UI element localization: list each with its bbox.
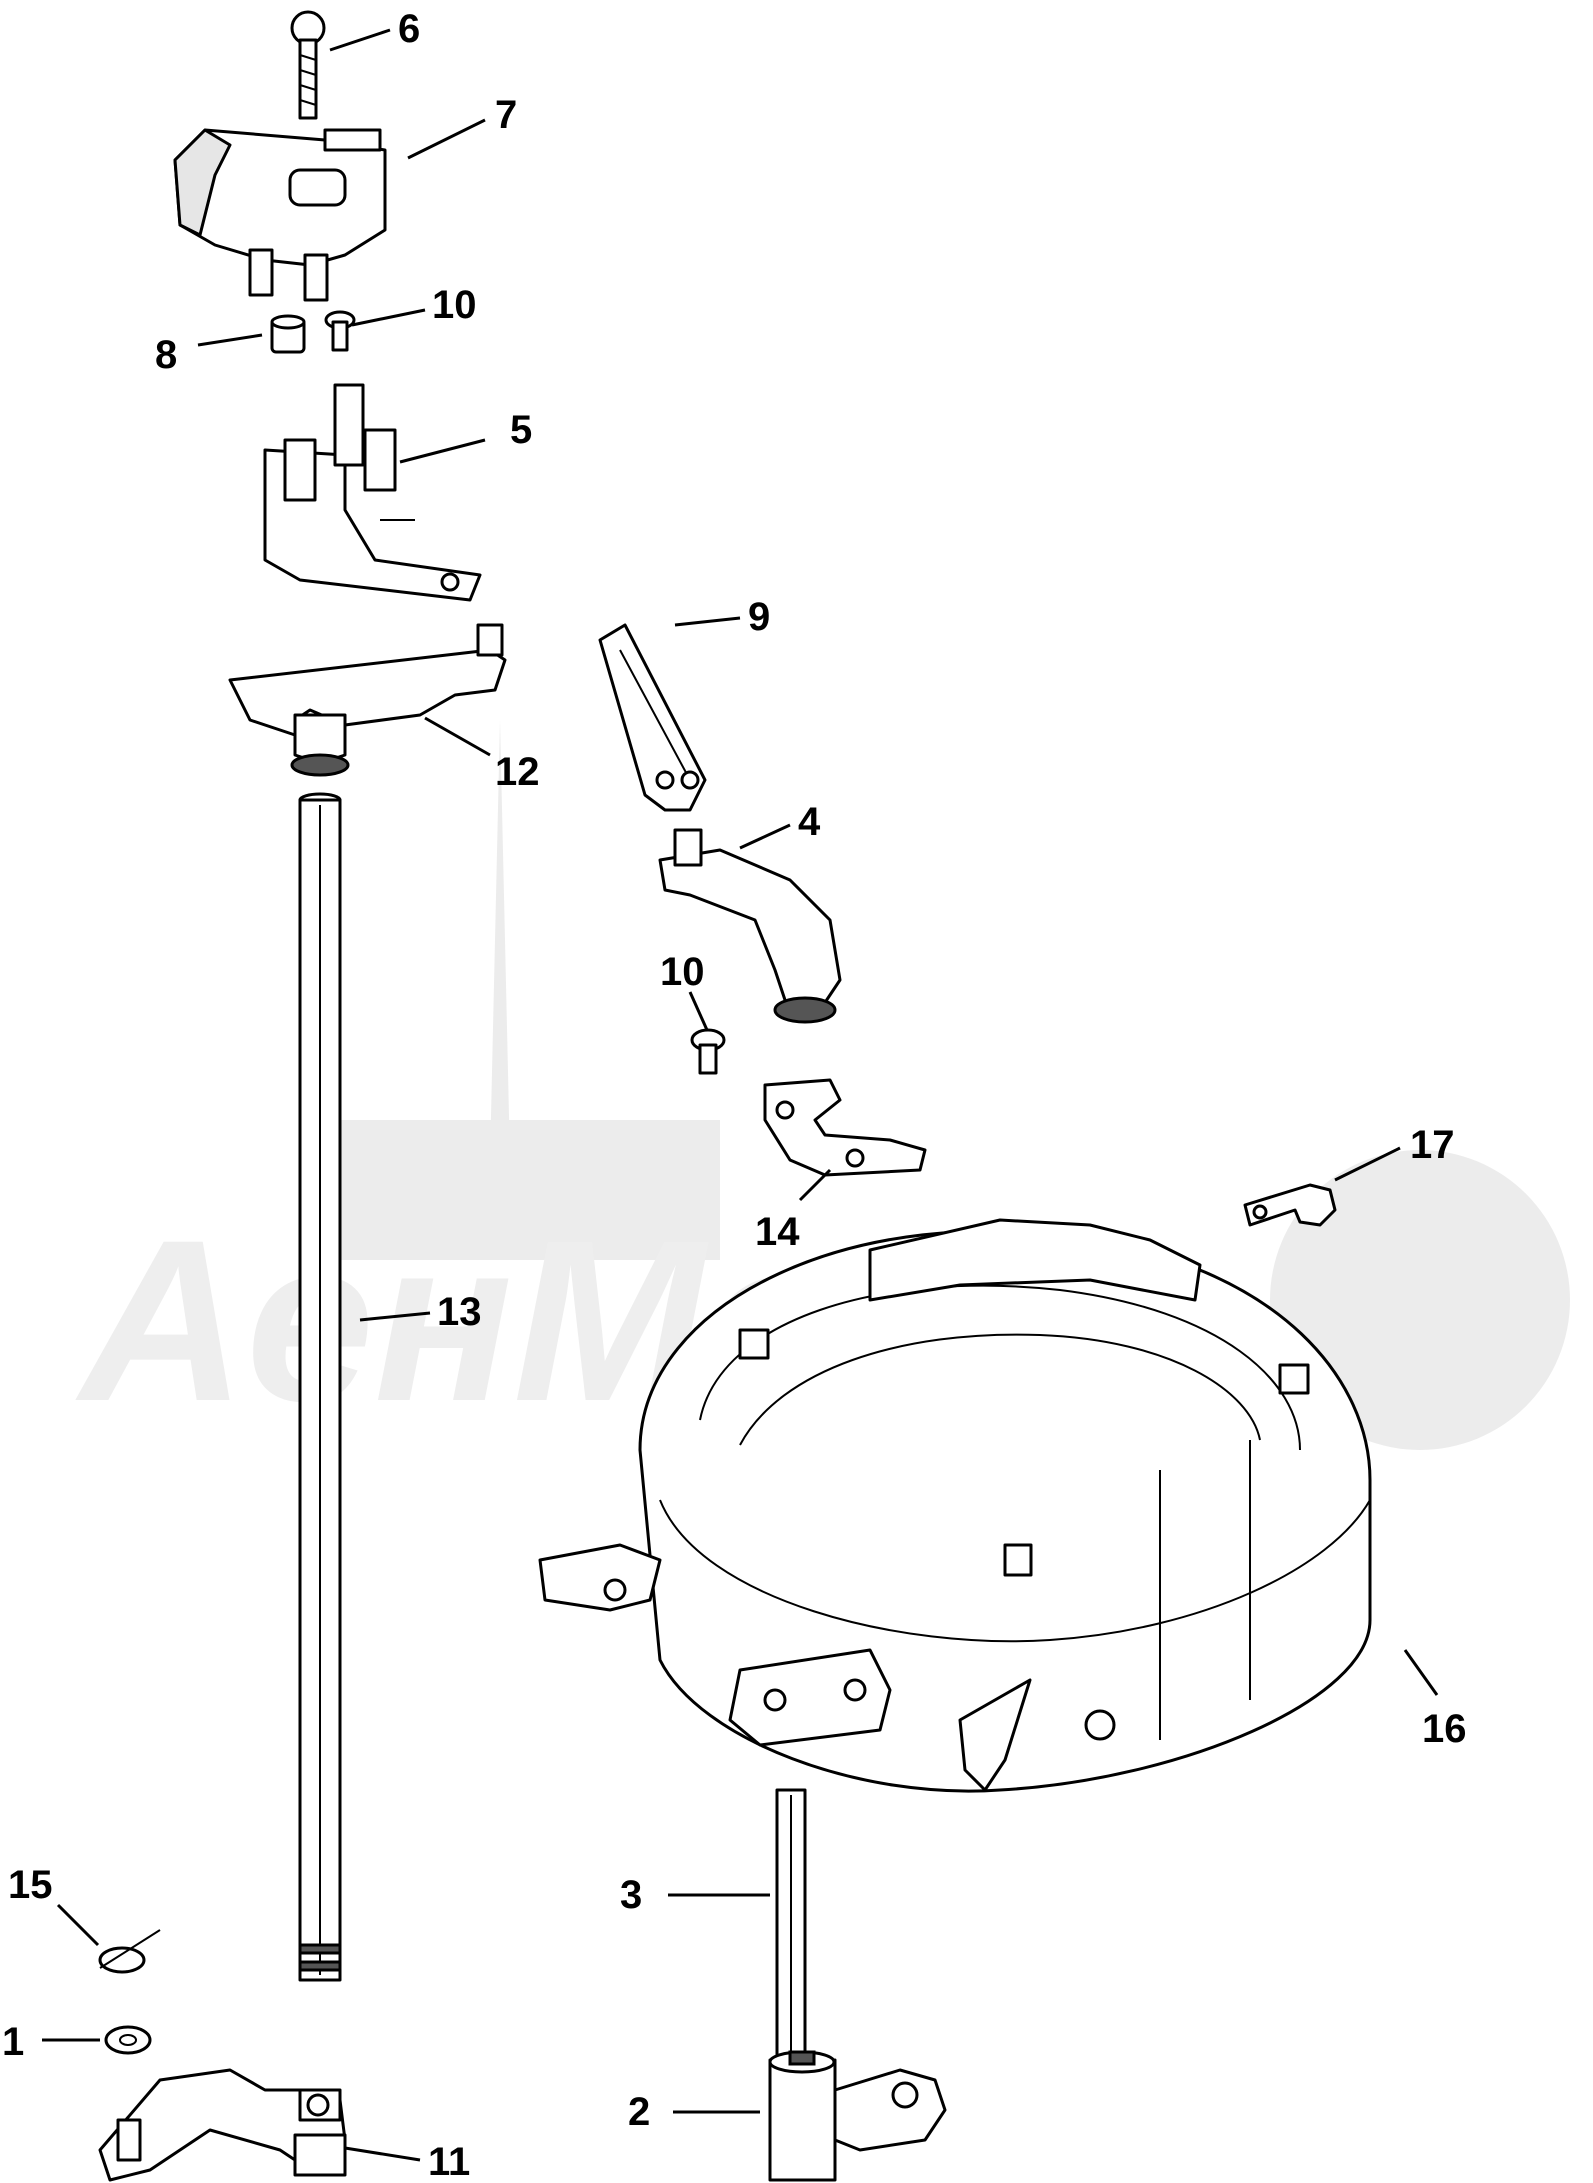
callout-6: 6: [398, 7, 420, 51]
part-17-clip: [1243, 1183, 1337, 1227]
part-7-sensor: [173, 128, 387, 302]
part-5-bracket: [263, 383, 482, 602]
callout-labels: 6 7 8 10 5 9 12 4 10 17 14 13 16 15 3 1 …: [2, 7, 1467, 2183]
callout-17: 17: [1410, 1123, 1455, 1167]
part-10-screw-top: [324, 310, 356, 352]
callout-4: 4: [798, 800, 821, 844]
callout-2: 2: [628, 2090, 650, 2134]
callout-10-middle: 10: [660, 950, 705, 994]
leader-5: [399, 438, 486, 464]
part-1-washer: [104, 2025, 152, 2055]
part-9-link: [598, 623, 707, 812]
part-2-lever: [768, 2050, 947, 2182]
leader-10b: [688, 991, 709, 1031]
part-14-plate: [763, 1078, 927, 1177]
callout-8: 8: [155, 333, 177, 377]
callout-14: 14: [755, 1210, 800, 1254]
part-11-lever: [98, 2068, 347, 2182]
callout-9: 9: [748, 595, 770, 639]
leader-9: [674, 616, 741, 627]
part-13-rod: [298, 792, 342, 1982]
callout-3: 3: [620, 1873, 642, 1917]
callout-10-top: 10: [432, 283, 477, 327]
leader-12: [424, 716, 491, 757]
part-15-clip: [98, 1929, 161, 1974]
part-10-screw-middle: [690, 1028, 726, 1075]
callout-1: 1: [2, 2020, 24, 2064]
part-12-lever: [228, 623, 507, 777]
part-4-arm: [658, 828, 842, 1024]
leader-7: [407, 118, 486, 160]
leader-17: [1334, 1146, 1401, 1182]
callout-7: 7: [495, 93, 517, 137]
callout-11: 11: [428, 2140, 470, 2183]
leader-16: [1403, 1649, 1439, 1696]
callout-13: 13: [437, 1290, 482, 1334]
leader-11: [344, 2146, 421, 2162]
part-3-shaft: [775, 1788, 807, 2062]
leader-13: [359, 1311, 431, 1322]
part-8-bushing: [270, 314, 306, 354]
callout-12: 12: [495, 750, 540, 794]
callout-5: 5: [510, 408, 532, 452]
leader-4: [739, 823, 791, 850]
part-16-housing: [538, 1218, 1372, 1793]
leader-14: [798, 1168, 832, 1202]
leader-8: [197, 333, 263, 347]
callout-16: 16: [1422, 1707, 1467, 1751]
part-6-screw: [290, 10, 326, 120]
leader-15: [56, 1903, 100, 1947]
callout-15: 15: [8, 1863, 53, 1907]
leader-lines: [42, 28, 1439, 2162]
leader-10a: [351, 308, 426, 327]
leader-6: [329, 28, 391, 52]
